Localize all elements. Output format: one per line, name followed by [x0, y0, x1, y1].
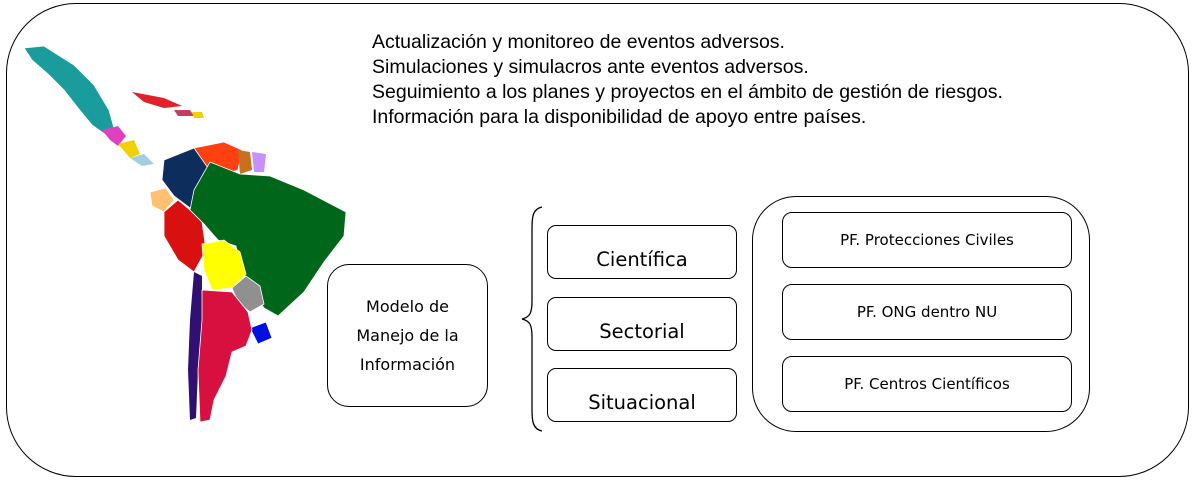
outer-frame: [6, 3, 1189, 477]
guyana-region: [238, 150, 252, 174]
central-america-region-3: [130, 154, 154, 166]
objective-item: Simulaciones y simulacros ante eventos a…: [372, 56, 809, 78]
bolivia-region: [201, 239, 247, 291]
focal-point-ong: PF. ONG dentro NU: [782, 284, 1072, 340]
chile-region: [188, 272, 202, 420]
objective-item: Seguimiento a los planes y proyectos en …: [372, 81, 1003, 103]
model-label-line1: Modelo de: [366, 297, 449, 316]
information-model-box: Modelo de Manejo de la Información: [327, 264, 488, 407]
caribbean-small-region: [192, 112, 204, 118]
category-sectorial: Sectorial: [547, 297, 737, 351]
central-america-region: [102, 126, 126, 146]
category-situacional: Situacional: [547, 368, 737, 422]
suriname-region: [252, 152, 266, 172]
category-cientifica: Científica: [547, 225, 737, 279]
focal-point-centros-cientificos: PF. Centros Científicos: [782, 356, 1072, 412]
uruguay-region: [249, 321, 273, 345]
latin-america-map: [23, 45, 347, 423]
ecuador-region: [149, 187, 175, 213]
caribbean-region: [174, 110, 194, 116]
argentina-region: [197, 289, 253, 423]
cuba-region: [132, 92, 182, 108]
curly-brace-icon: [521, 206, 543, 432]
brazil-region: [189, 161, 347, 317]
model-label-line2: Manejo de la: [356, 326, 459, 345]
objectives-list: Actualización y monitoreo de eventos adv…: [372, 30, 1082, 130]
central-america-region-2: [118, 140, 140, 158]
objective-item: Actualización y monitoreo de eventos adv…: [372, 31, 785, 53]
focal-point-protecciones-civiles: PF. Protecciones Civiles: [782, 212, 1072, 268]
objective-item: Información para la disponibilidad de ap…: [372, 106, 867, 128]
mexico-region: [23, 45, 115, 136]
model-label-line3: Información: [359, 355, 456, 374]
